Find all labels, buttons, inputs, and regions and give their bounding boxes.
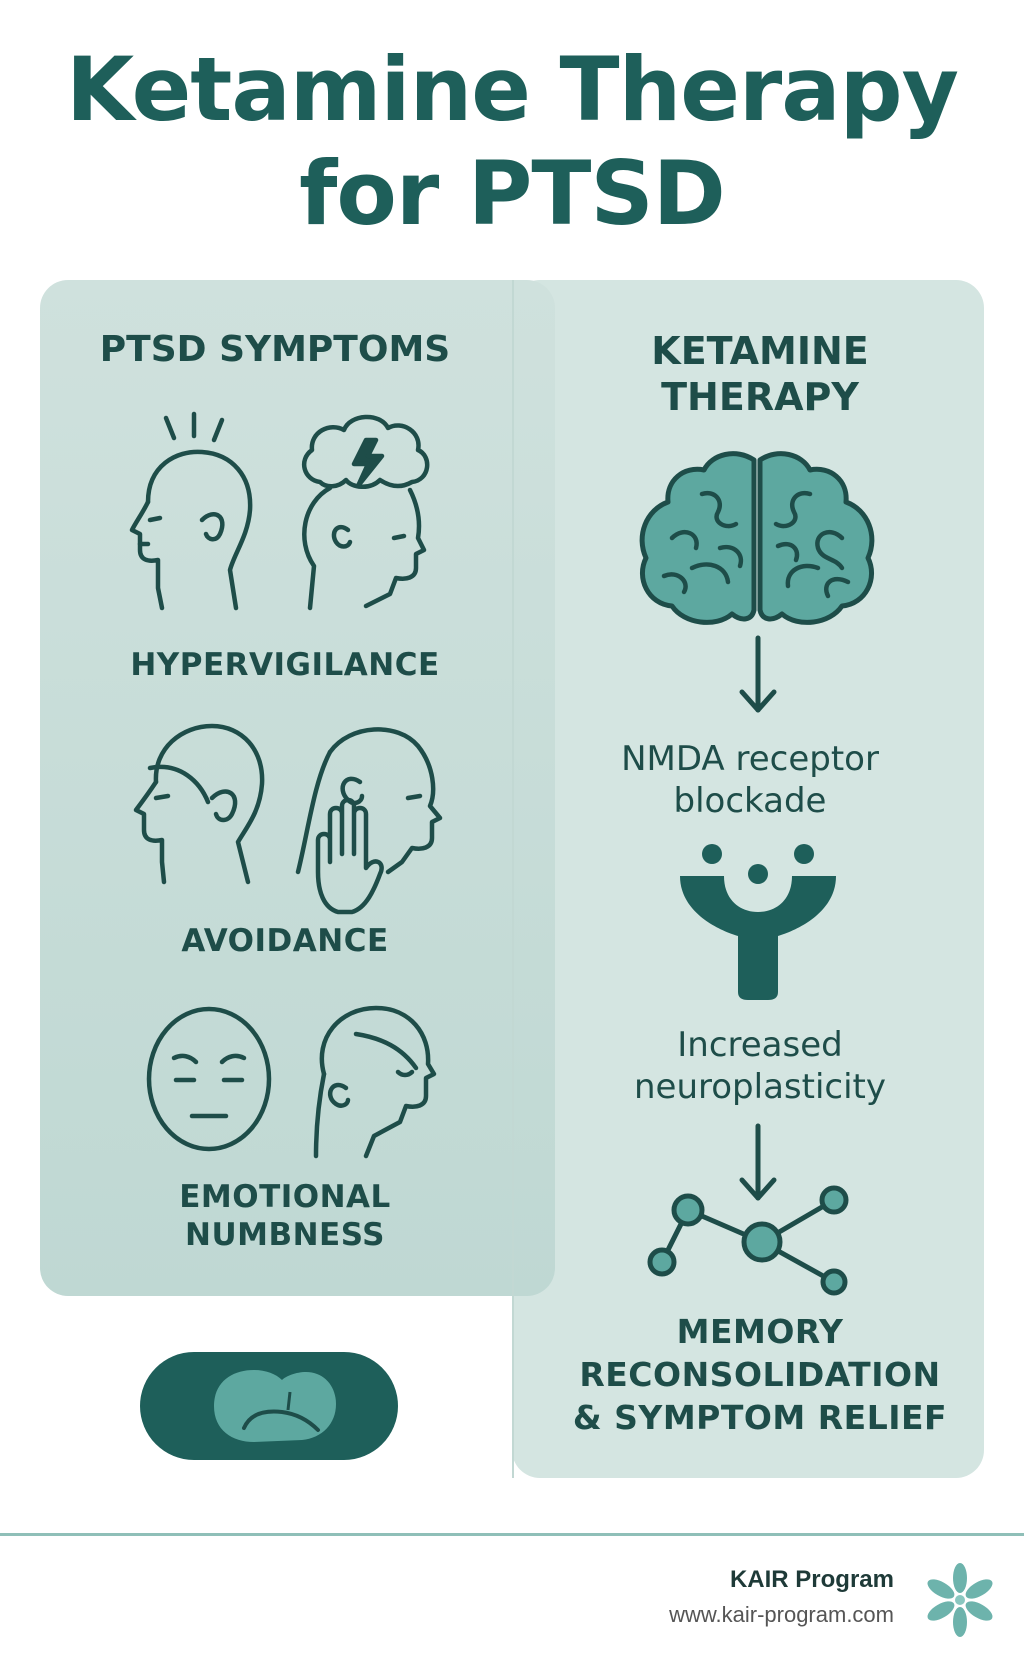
receptor-icon <box>680 844 836 1000</box>
arrow-down-icon <box>739 635 777 713</box>
emotional-numbness-line-1: EMOTIONAL <box>179 1179 391 1215</box>
ketamine-heading: KETAMINE THERAPY <box>560 328 960 420</box>
nmda-step-label: NMDA receptor blockade <box>560 738 940 822</box>
avoidance-label: AVOIDANCE <box>181 923 389 959</box>
brand-name: KAIR Program <box>729 1566 894 1593</box>
memory-line-3: & SYMPTOM RELIEF <box>572 1398 948 1437</box>
flower-logo-icon <box>927 1563 993 1637</box>
network-icon <box>647 1185 849 1296</box>
memory-step-label: MEMORY RECONSOLIDATION & SYMPTOM RELIEF <box>540 1310 980 1439</box>
nmda-line-1: NMDA receptor <box>621 739 879 779</box>
brain-icon <box>639 451 875 625</box>
emotional-numbness-label: EMOTIONAL NUMBNESS <box>60 1178 510 1254</box>
memory-line-2: RECONSOLIDATION <box>579 1355 941 1394</box>
numb-face-icon <box>146 1006 272 1152</box>
capsule-icon <box>140 1352 398 1460</box>
title-line-1: Ketamine Therapy <box>65 38 959 141</box>
brand-url[interactable]: www.kair-program.com <box>669 1602 894 1627</box>
hypervigilance-label: HYPERVIGILANCE <box>130 647 440 683</box>
neuroplasticity-line-1: Increased <box>677 1025 843 1065</box>
symptoms-panel <box>40 280 555 1296</box>
emotional-numbness-line-2: NUMBNESS <box>185 1217 385 1253</box>
neuroplasticity-step-label: Increased neuroplasticity <box>560 1024 960 1108</box>
head-profile-icon <box>133 723 265 885</box>
title-line-2: for PTSD <box>299 142 726 245</box>
memory-line-1: MEMORY <box>676 1312 844 1351</box>
page-title: Ketamine Therapy for PTSD <box>0 38 1024 246</box>
ketamine-heading-line-1: KETAMINE <box>651 329 869 373</box>
ketamine-heading-line-2: THERAPY <box>661 375 859 419</box>
nmda-line-2: blockade <box>673 781 827 821</box>
arrow-down-icon-2 <box>739 1123 777 1201</box>
alert-head-icon <box>129 411 253 611</box>
footer-divider <box>0 1533 1024 1536</box>
neuroplasticity-line-2: neuroplasticity <box>634 1067 886 1107</box>
symptoms-heading: PTSD SYMPTOMS <box>99 329 451 370</box>
panel-divider <box>512 280 514 1478</box>
closed-eyes-head-icon <box>313 1005 437 1159</box>
hand-stop-head-icon <box>295 727 443 915</box>
storm-cloud-head-icon <box>301 414 430 611</box>
